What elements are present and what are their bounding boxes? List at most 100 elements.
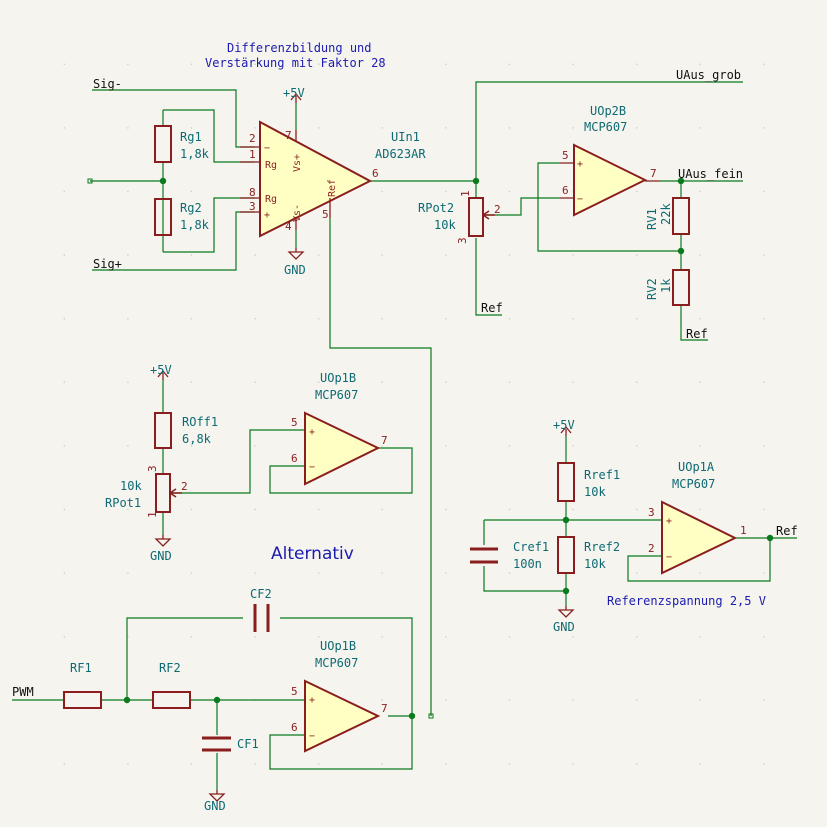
svg-text:1: 1 [146, 511, 159, 518]
rf2-ref: RF2 [159, 661, 181, 675]
gnd-symbol: GND [150, 535, 172, 563]
uop1b-opamp[interactable]: + − 5 6 7 UOp1B MCP607 [291, 371, 388, 486]
svg-text:3: 3 [146, 465, 159, 472]
vs-minus-label: Vs- [292, 204, 303, 222]
roff1-ref: ROff1 [182, 415, 218, 429]
svg-text:5: 5 [291, 416, 298, 429]
svg-text:3: 3 [648, 506, 655, 519]
svg-text:−: − [577, 194, 583, 205]
cf2-capacitor[interactable]: CF2 [250, 587, 272, 632]
rv2-ref: RV2 [645, 278, 659, 300]
cref1-ref: Cref1 [513, 540, 549, 554]
uop1a-ref: UOp1A [678, 460, 715, 474]
vcc-symbol: +5V [150, 363, 172, 380]
uop1b-opamp-alt[interactable]: + − 5 6 7 UOp1B MCP607 [291, 639, 388, 753]
grid [63, 63, 765, 765]
rg1-ref: Rg1 [180, 130, 202, 144]
junctions [87, 177, 774, 720]
svg-text:−: − [666, 552, 672, 563]
rref2-value: 10k [584, 557, 606, 571]
roff1-value: 6,8k [182, 432, 212, 446]
cref1-capacitor[interactable]: Cref1 100n [470, 540, 549, 571]
rv1-ref: RV1 [645, 208, 659, 230]
rg2-value: 1,8k [180, 218, 210, 232]
rf1-ref: RF1 [70, 661, 92, 675]
title-note-line1: Differenzbildung und [227, 41, 372, 55]
vcc-symbol: +5V [553, 418, 575, 436]
svg-text:2: 2 [494, 203, 501, 216]
wires [12, 81, 797, 790]
svg-text:−: − [309, 731, 315, 742]
gnd-symbol: GND [553, 606, 575, 634]
pin-7: 7 [285, 129, 292, 142]
svg-text:+5V: +5V [283, 86, 305, 100]
net-pwm: PWM [12, 685, 34, 699]
rv2-value: 1k [659, 278, 673, 293]
uop1a-opamp[interactable]: + − 3 2 1 UOp1A MCP607 [648, 460, 747, 575]
rpot2-ref: RPot2 [418, 201, 454, 215]
rg2-resistor[interactable]: Rg2 1,8k [154, 198, 210, 236]
rv2-resistor[interactable]: RV2 1k [645, 269, 690, 306]
pin-6: 6 [372, 167, 379, 180]
rf2-resistor[interactable]: RF2 [152, 661, 191, 709]
svg-text:2: 2 [181, 480, 188, 493]
svg-text:6: 6 [291, 721, 298, 734]
rref1-value: 10k [584, 485, 606, 499]
cf2-ref: CF2 [250, 587, 272, 601]
gnd-symbol: GND [284, 248, 306, 277]
rpot1-value: 10k [120, 479, 142, 493]
svg-text:GND: GND [204, 799, 226, 813]
vcc-symbol: +5V [283, 86, 305, 103]
rg1-resistor[interactable]: Rg1 1,8k [154, 125, 210, 163]
svg-text:+: + [309, 695, 315, 706]
rpot2-value: 10k [434, 218, 456, 232]
vs-plus-label: Vs+ [292, 154, 303, 172]
svg-text:+5V: +5V [150, 363, 172, 377]
uin1-value: AD623AR [375, 147, 426, 161]
rref2-resistor[interactable]: Rref2 10k [557, 536, 620, 574]
uop2b-value: MCP607 [584, 120, 627, 134]
rref1-resistor[interactable]: Rref1 10k [557, 462, 620, 502]
rg1-value: 1,8k [180, 147, 210, 161]
net-ref: Ref [776, 524, 798, 538]
svg-text:7: 7 [650, 167, 657, 180]
svg-text:7: 7 [381, 702, 388, 715]
net-sig-minus: Sig- [93, 77, 122, 91]
inv-sign: − [264, 143, 270, 154]
svg-text:6: 6 [291, 452, 298, 465]
svg-text:GND: GND [553, 620, 575, 634]
uop1a-value: MCP607 [672, 477, 715, 491]
svg-text:6: 6 [562, 184, 569, 197]
rf1-resistor[interactable]: RF1 [63, 661, 102, 709]
net-sig-plus: Sig+ [93, 257, 122, 271]
uop1b-ref: UOp1B [320, 371, 356, 385]
uop2b-opamp[interactable]: + − 5 6 7 UOp2B MCP607 [560, 104, 660, 217]
uin1-amplifier[interactable]: 2 1 8 3 7 4 5 6 − Rg Rg + Vs+ Vs- Ref UI… [240, 120, 426, 238]
pin-3: 3 [249, 200, 256, 213]
uop2b-ref: UOp2B [590, 104, 626, 118]
uop1b-value: MCP607 [315, 388, 358, 402]
rpot1-potentiometer[interactable]: 3 2 1 10k RPot1 [105, 465, 188, 518]
uin1-ref: UIn1 [391, 130, 420, 144]
svg-text:+: + [577, 159, 583, 170]
svg-text:5: 5 [291, 685, 298, 698]
pin-5: 5 [322, 208, 329, 221]
svg-text:GND: GND [150, 549, 172, 563]
rv1-value: 22k [659, 203, 673, 225]
net-uaus-grob: UAus_grob [676, 68, 741, 82]
pin-8: 8 [249, 186, 256, 199]
roff1-resistor[interactable]: ROff1 6,8k [154, 412, 218, 449]
uop1b-ref: UOp1B [320, 639, 356, 653]
cf1-capacitor[interactable]: CF1 [202, 736, 259, 752]
rpot2-potentiometer[interactable]: 1 2 3 RPot2 10k [418, 190, 501, 244]
net-ref: Ref [686, 327, 708, 341]
rv1-resistor[interactable]: RV1 22k [645, 197, 690, 235]
pin-4: 4 [285, 220, 292, 233]
title-note-line2: Verstärkung mit Faktor 28 [205, 56, 386, 70]
svg-text:GND: GND [284, 263, 306, 277]
rg-pin-label: Rg [265, 160, 277, 171]
ref-pin-label: Ref [327, 179, 338, 197]
rref1-ref: Rref1 [584, 468, 620, 482]
rref2-ref: Rref2 [584, 540, 620, 554]
svg-text:1: 1 [459, 190, 472, 197]
